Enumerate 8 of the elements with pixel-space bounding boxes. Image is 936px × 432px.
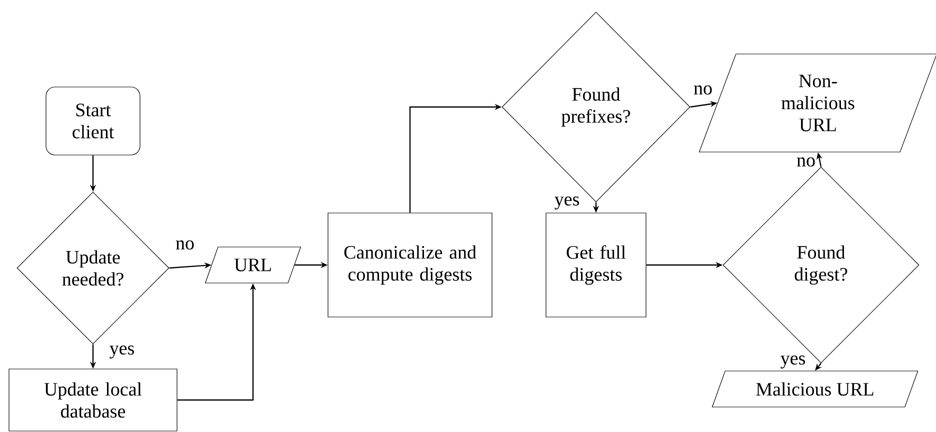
edge-label: no <box>174 239 196 251</box>
process-box: Canonicalize and compute digests <box>328 212 492 318</box>
data-parallelogram: Malicious URL <box>712 370 918 408</box>
edge-label: yes <box>108 344 136 360</box>
process-box: Update local database <box>8 368 178 432</box>
process-box: Get full digests <box>546 212 646 318</box>
edge-label: no <box>796 156 816 168</box>
start-box: Start client <box>46 86 140 156</box>
